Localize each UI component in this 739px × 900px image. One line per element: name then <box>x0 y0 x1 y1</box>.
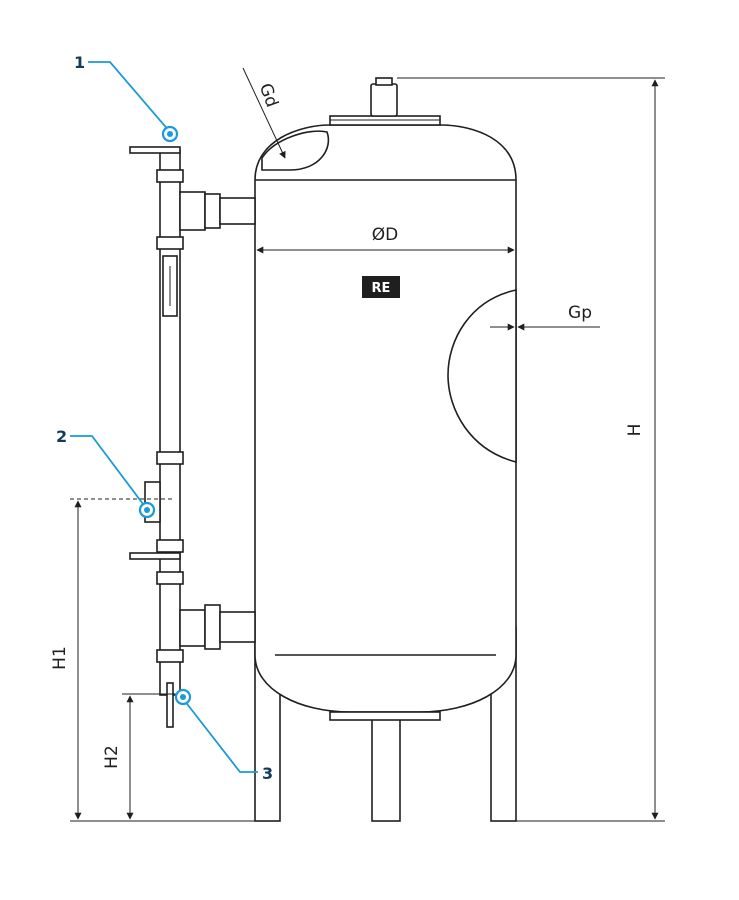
valve-handle-1-bar <box>129 146 181 154</box>
callout-2-number: 2 <box>56 427 67 446</box>
top-dome-window <box>261 130 330 171</box>
callout-3: 3 <box>174 688 273 783</box>
callout-2: 2 <box>56 427 156 519</box>
callout-3-number: 3 <box>262 764 273 783</box>
coupling-5 <box>156 571 184 585</box>
logo-text: RE <box>372 281 391 296</box>
top-vent-cap <box>375 77 393 86</box>
callout-1: 1 <box>74 53 179 143</box>
coupling-2 <box>156 236 184 250</box>
dimension-h1: H1 <box>50 498 260 822</box>
gp-label: Gp <box>568 303 592 323</box>
tank-vessel: RE <box>254 77 517 721</box>
valve-handle-2-bar <box>129 552 181 560</box>
upper-nozzle <box>219 197 256 225</box>
lower-branch <box>179 609 206 647</box>
callout-1-number: 1 <box>74 53 85 72</box>
gd-label: Gd <box>255 81 282 110</box>
coupling-6 <box>156 649 184 663</box>
upper-flange <box>204 193 221 229</box>
dimension-h2: H2 <box>102 693 178 820</box>
vertical-pipe <box>159 149 181 696</box>
upper-branch <box>179 191 206 231</box>
top-vent <box>370 83 398 117</box>
h2-label: H2 <box>102 745 122 769</box>
side-manhole <box>447 289 517 464</box>
lower-nozzle <box>219 611 256 643</box>
dimension-h: H <box>397 77 665 822</box>
h1-label: H1 <box>50 646 70 670</box>
lower-flange <box>204 604 221 650</box>
coupling-4 <box>156 539 184 553</box>
dimension-gp: Gp <box>490 303 600 331</box>
bottom-flange <box>329 711 441 721</box>
h-label: H <box>625 424 645 437</box>
side-pipe-assembly <box>129 146 256 728</box>
coupling-3 <box>156 451 184 465</box>
logo-badge <box>362 276 400 298</box>
coupling-1 <box>156 169 184 183</box>
drain-valve-handle <box>166 682 174 728</box>
diameter-label: ØD <box>372 225 398 245</box>
center-support <box>371 717 401 822</box>
dimension-gd: Gd <box>242 67 286 159</box>
dimension-diameter: ØD <box>256 225 515 254</box>
